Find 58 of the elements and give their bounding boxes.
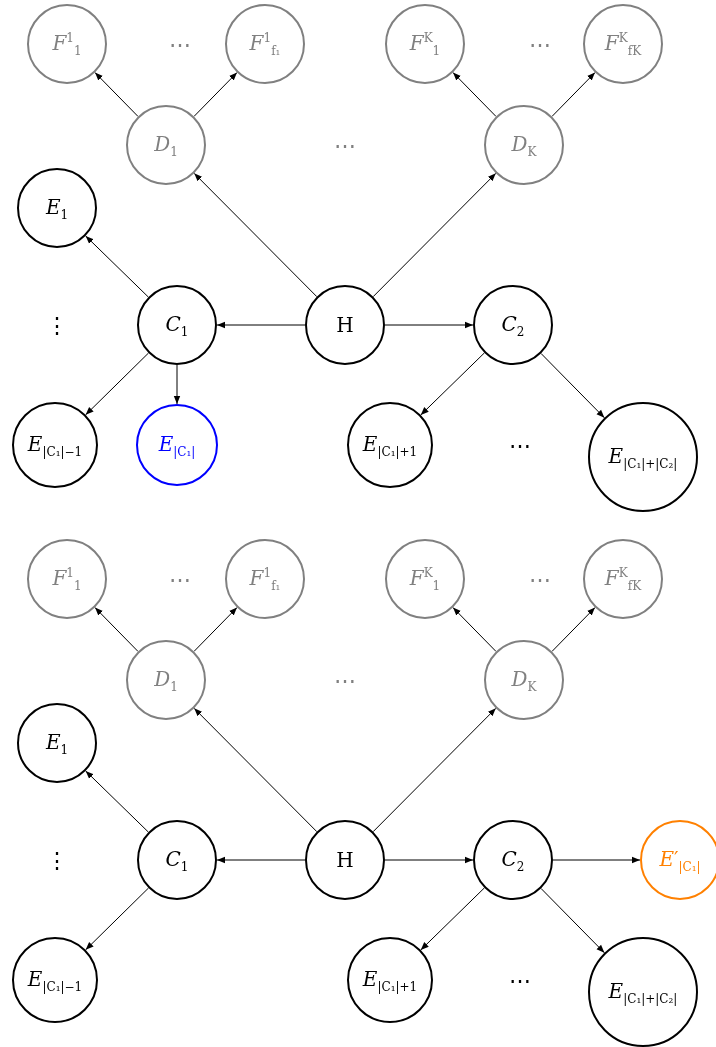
arrow xyxy=(85,770,149,833)
node-circle xyxy=(484,105,564,185)
node-label: E$_{|C₁|−1}$ xyxy=(27,966,83,994)
node-label: D$_{1}$ xyxy=(154,131,178,159)
arrow xyxy=(372,707,497,833)
arrow xyxy=(551,72,596,117)
node-label: D$_{K}$ xyxy=(511,131,537,159)
arrow xyxy=(193,172,318,298)
arrow xyxy=(552,856,641,864)
node-label: D$_{K}$ xyxy=(511,666,537,694)
node-label: C$_{1}$ xyxy=(165,846,189,874)
node-label: E$_{|C₁|+1}$ xyxy=(362,966,418,994)
node-label: E′$_{|C₁|}$ xyxy=(659,846,701,874)
arrow xyxy=(540,353,605,419)
arrow xyxy=(85,235,149,298)
arrow xyxy=(551,607,596,652)
node-label: C$_{2}$ xyxy=(501,311,525,339)
arrow xyxy=(420,352,485,416)
arrow xyxy=(216,321,306,329)
arrow xyxy=(372,172,497,298)
node-label: C$_{1}$ xyxy=(165,311,189,339)
node-label: E$_{|C₁|+|C₂|}$ xyxy=(608,443,678,471)
ellipsis-label: ⋮ xyxy=(46,847,68,873)
arrow xyxy=(452,607,497,652)
node-label: E$_{1}$ xyxy=(45,194,69,222)
node-label: C$_{2}$ xyxy=(501,846,525,874)
node-label: E$_{|C₁|+1}$ xyxy=(362,431,418,459)
node-label: H xyxy=(336,848,354,872)
ellipsis-label: ⋯ xyxy=(509,432,531,458)
node-label: E$_{1}$ xyxy=(45,729,69,757)
node-circle xyxy=(484,640,564,720)
ellipsis-label: ⋯ xyxy=(334,667,356,693)
arrow xyxy=(540,888,605,954)
arrow xyxy=(384,321,474,329)
arrow xyxy=(193,607,238,652)
ellipsis-label: ⋯ xyxy=(509,967,531,993)
arrow xyxy=(94,607,139,652)
arrow xyxy=(420,887,485,951)
arrow xyxy=(193,707,318,833)
arrow xyxy=(193,72,238,117)
node-label: E$_{|C₁|+|C₂|}$ xyxy=(608,978,678,1006)
arrow xyxy=(216,856,306,864)
ellipsis-label: ⋯ xyxy=(529,566,551,592)
ellipsis-label: ⋯ xyxy=(529,31,551,57)
node-label: H xyxy=(336,313,354,337)
arrow xyxy=(85,352,149,416)
node-label: E$_{|C₁|−1}$ xyxy=(27,431,83,459)
ellipsis-label: ⋮ xyxy=(46,312,68,338)
ellipsis-label: ⋯ xyxy=(169,566,191,592)
arrow xyxy=(452,72,497,117)
arrow xyxy=(384,856,474,864)
arrow xyxy=(85,887,149,951)
ellipsis-label: ⋯ xyxy=(169,31,191,57)
arrow xyxy=(173,364,181,405)
node-label: D$_{1}$ xyxy=(154,666,178,694)
ellipsis-label: ⋯ xyxy=(334,132,356,158)
arrow xyxy=(94,72,139,117)
node-label: E$_{|C₁|}$ xyxy=(158,431,196,459)
